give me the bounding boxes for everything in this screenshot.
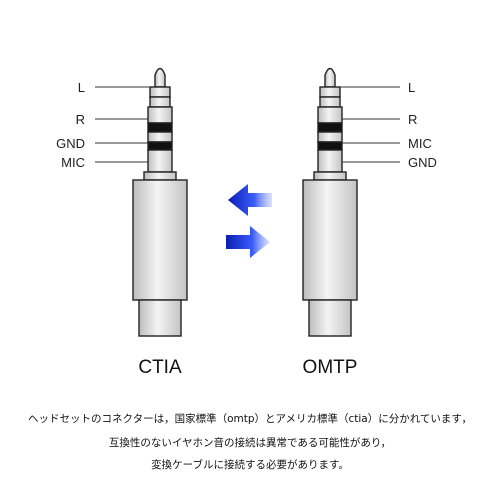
omtp-label-r: R [408, 112, 417, 127]
omtp-ring-r [317, 106, 343, 124]
ctia-sleeve-base [143, 171, 177, 181]
ctia-label-l: L [78, 80, 85, 95]
omtp-insulator-2 [317, 141, 343, 151]
ctia-label-mic: MIC [61, 155, 85, 170]
ctia-label-gnd: GND [56, 136, 85, 151]
omtp-ring-mic [317, 131, 343, 143]
ctia-ring-1 [149, 96, 171, 108]
omtp-insulator-1 [317, 122, 343, 133]
ctia-tip-collar [149, 86, 171, 98]
omtp-plug [302, 67, 358, 337]
ctia-leader-lines [95, 86, 150, 163]
ctia-strain-relief [138, 299, 182, 337]
omtp-label-gnd: GND [408, 155, 437, 170]
omtp-label-l: L [408, 80, 415, 95]
ctia-body [132, 179, 188, 301]
omtp-tip-collar [319, 86, 341, 98]
omtp-label-mic: MIC [408, 136, 432, 151]
ctia-tip-segment [154, 67, 166, 88]
omtp-body [302, 179, 358, 301]
omtp-strain-relief [308, 299, 352, 337]
caption-line-1: ヘッドセットのコネクターは，国家標準（omtp）とアメリカ標準（ctia）に分か… [28, 413, 472, 425]
omtp-ring-1 [319, 96, 341, 108]
ctia-label-r: R [76, 112, 85, 127]
ctia-ring-gnd [147, 131, 173, 143]
ctia-title: CTIA [138, 357, 182, 378]
omtp-leader-lines [340, 86, 400, 163]
caption-line-3: 変換ケーブルに接続する必要があります。 [151, 459, 349, 471]
ctia-insulator-1 [147, 122, 173, 133]
omtp-tip-segment [324, 67, 336, 88]
ctia-sleeve-mic [147, 149, 173, 173]
ctia-insulator-2 [147, 141, 173, 151]
ctia-ring-r [147, 106, 173, 124]
arrow-left-icon [228, 184, 272, 216]
omtp-title: OMTP [303, 357, 358, 378]
ctia-plug [132, 67, 188, 337]
omtp-sleeve-gnd [317, 149, 343, 173]
arrow-right-icon [226, 226, 270, 258]
omtp-sleeve-base [313, 171, 347, 181]
caption-line-2: 互換性のないイヤホン音の接続は異常である可能性があり， [108, 437, 392, 449]
